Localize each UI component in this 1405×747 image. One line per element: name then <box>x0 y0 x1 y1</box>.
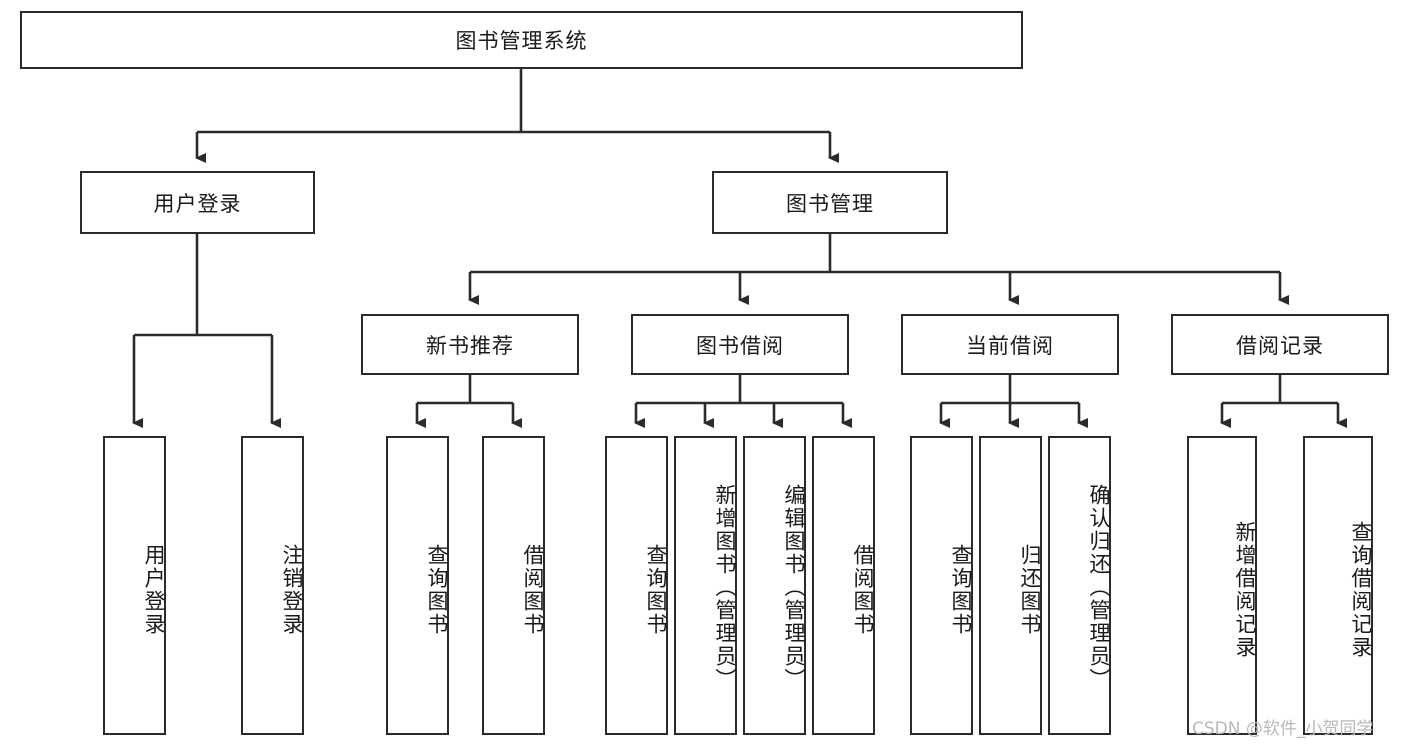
leaf-borrow-records-add[interactable]: 新增借阅记录 <box>1187 436 1257 735</box>
node-label: 借阅图书 <box>851 543 875 636</box>
node-label: 新增图书（管理员） <box>713 484 737 691</box>
node-book-borrow[interactable]: 图书借阅 <box>631 314 849 375</box>
leaf-new-books-query[interactable]: 查询图书 <box>386 436 449 735</box>
node-label: 查询图书 <box>644 543 668 636</box>
node-root[interactable]: 图书管理系统 <box>20 11 1023 69</box>
node-borrow-records[interactable]: 借阅记录 <box>1171 314 1389 375</box>
leaf-user-login-login[interactable]: 用户登录 <box>103 436 166 735</box>
node-label: 图书管理 <box>786 191 874 216</box>
node-label: 查询图书 <box>425 543 449 636</box>
node-label: 用户登录 <box>142 543 166 636</box>
node-label: 查询借阅记录 <box>1349 520 1373 659</box>
leaf-borrow-records-query[interactable]: 查询借阅记录 <box>1303 436 1373 735</box>
node-label: 用户登录 <box>153 191 242 216</box>
node-label: 查询图书 <box>949 543 973 636</box>
leaf-book-borrow-borrow[interactable]: 借阅图书 <box>812 436 875 735</box>
node-label: 当前借阅 <box>966 333 1054 358</box>
node-label: 借阅记录 <box>1236 333 1324 358</box>
node-label: 新书推荐 <box>426 333 514 358</box>
node-current-borrow[interactable]: 当前借阅 <box>901 314 1119 375</box>
node-label: 编辑图书（管理员） <box>782 484 806 691</box>
node-label: 图书管理系统 <box>455 29 588 53</box>
leaf-book-borrow-edit[interactable]: 编辑图书（管理员） <box>743 436 806 735</box>
node-new-book-recommend[interactable]: 新书推荐 <box>361 314 579 375</box>
node-label: 图书借阅 <box>696 333 784 358</box>
leaf-current-borrow-return[interactable]: 归还图书 <box>979 436 1042 735</box>
node-book-management[interactable]: 图书管理 <box>712 171 948 234</box>
node-label: 借阅图书 <box>521 543 545 636</box>
node-label: 注销登录 <box>280 543 304 636</box>
leaf-user-login-logout[interactable]: 注销登录 <box>241 436 304 735</box>
leaf-book-borrow-add[interactable]: 新增图书（管理员） <box>674 436 737 735</box>
node-label: 归还图书 <box>1018 543 1042 636</box>
node-user-login[interactable]: 用户登录 <box>80 171 315 234</box>
leaf-current-borrow-query[interactable]: 查询图书 <box>910 436 973 735</box>
leaf-current-borrow-confirm-return[interactable]: 确认归还（管理员） <box>1048 436 1111 735</box>
node-label: 新增借阅记录 <box>1233 520 1257 659</box>
leaf-book-borrow-query[interactable]: 查询图书 <box>605 436 668 735</box>
leaf-new-books-borrow[interactable]: 借阅图书 <box>482 436 545 735</box>
node-label: 确认归还（管理员） <box>1087 484 1111 691</box>
